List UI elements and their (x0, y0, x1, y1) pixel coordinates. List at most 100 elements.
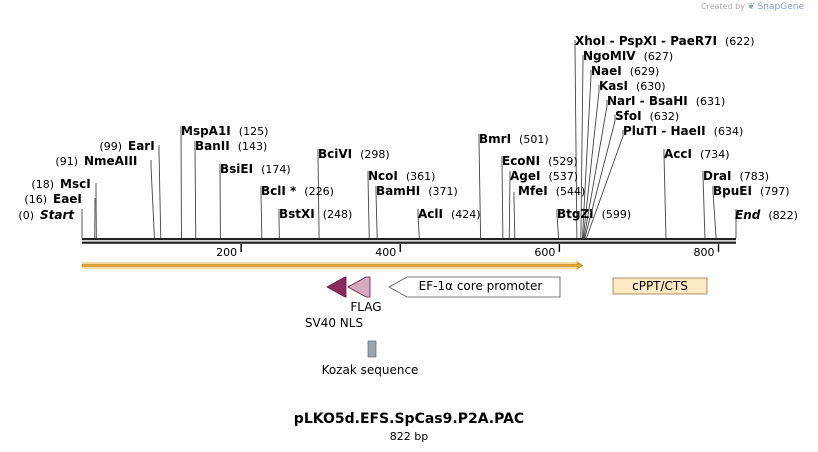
site-line-nari-bsahi (583, 100, 608, 239)
site-line-acci (663, 149, 667, 239)
feature-flag-label: FLAG (350, 300, 381, 314)
feature-ef-1-core-promoter[interactable]: EF-1α core promoter (388, 276, 561, 298)
site-sfoi-name: SfoI (615, 109, 642, 123)
site-acci[interactable]: AccI(734) (664, 147, 730, 161)
site-econi[interactable]: EcoNI(529) (502, 154, 578, 168)
site-line-btgzi (556, 209, 560, 239)
backbone-top-strand (82, 238, 736, 241)
site-bsiei[interactable]: BsiEI(174) (220, 162, 291, 176)
site-econi-position: (529) (548, 155, 578, 168)
feature-flag[interactable]: FLAG (347, 276, 382, 314)
orf-arrow[interactable] (81, 259, 584, 272)
site-kasi[interactable]: KasI(630) (599, 79, 666, 93)
site-drai[interactable]: DraI(783) (703, 169, 769, 183)
site-line-ngomiv (580, 55, 584, 239)
site-pluti-haeii-position: (634) (714, 125, 744, 138)
site-start[interactable]: (0)Start (18, 208, 75, 222)
site-kasi-position: (630) (636, 80, 666, 93)
feature-cppt-cts[interactable]: cPPT/CTS (612, 277, 708, 295)
site-bcli[interactable]: BclI *(226) (261, 184, 334, 198)
site-eari[interactable]: (99)EarI (99, 139, 154, 153)
site-ngomiv[interactable]: NgoMIV(627) (583, 49, 673, 63)
site-eari-name: EarI (128, 139, 155, 153)
backbone-bottom-strand (82, 241, 736, 244)
ruler-tick-label: 800 (693, 246, 714, 259)
site-bamhi[interactable]: BamHI (371) (376, 184, 458, 198)
site-bamhi-name: BamHI (376, 184, 420, 198)
map-size-label: 822 bp (389, 430, 429, 443)
site-eaei[interactable]: (16) EaeI (24, 192, 82, 206)
site-naei[interactable]: NaeI(629) (591, 64, 659, 78)
site-bcivi-position: (298) (360, 148, 390, 161)
site-banii[interactable]: BanII(143) (195, 139, 267, 153)
feature-flag-arrow (347, 276, 371, 298)
site-line-acli (417, 209, 420, 239)
site-xhoi-pspxi-paer7i-name: XhoI - PspXI - PaeR7I (575, 34, 717, 48)
site-bamhi-position: (371) (428, 185, 458, 198)
site-mfei-name: MfeI (518, 184, 548, 198)
site-bcli-name: BclI * (261, 184, 297, 198)
feature-sv40-nls-label: SV40 NLS (305, 316, 363, 330)
site-mspa1i[interactable]: MspA1I(125) (181, 124, 268, 138)
site-bcivi[interactable]: BciVI(298) (318, 147, 390, 161)
site-line-banii (194, 141, 197, 239)
site-line-naei (581, 70, 592, 239)
site-agei-position: (537) (548, 170, 578, 183)
site-xhoi-pspxi-paer7i[interactable]: XhoI - PspXI - PaeR7I (622) (575, 34, 755, 48)
site-nmeaiii-position: (91) (55, 155, 78, 168)
site-xhoi-pspxi-paer7i-position: (622) (725, 35, 755, 48)
site-nari-bsahi[interactable]: NarI - BsaHI(631) (607, 94, 725, 108)
site-acci-position: (734) (700, 148, 730, 161)
site-bpuei[interactable]: BpuEI(797) (713, 184, 790, 198)
feature-ef-1-core-promoter-arrow (388, 276, 561, 298)
site-bstxi[interactable]: BstXI(248) (279, 207, 352, 221)
site-ncoi[interactable]: NcoI(361) (368, 169, 435, 183)
site-line-bamhi (375, 186, 378, 239)
site-line-sfoi (584, 115, 616, 239)
site-end[interactable]: End (822) (735, 208, 798, 222)
orf-body (81, 261, 584, 270)
site-ngomiv-name: NgoMIV (583, 49, 636, 63)
site-mfei[interactable]: MfeI(544) (518, 184, 585, 198)
site-drai-position: (783) (739, 170, 769, 183)
snapgene-credit: Created by ❦ SnapGene (701, 2, 804, 12)
site-pluti-haeii[interactable]: PluTI - HaeII(634) (623, 124, 743, 138)
dna-backbone (82, 238, 736, 244)
site-end-name: End (735, 208, 761, 222)
feature-kozak-sequence[interactable]: Kozak sequence (322, 340, 419, 377)
site-acli[interactable]: AclI(424) (418, 207, 481, 221)
site-agei[interactable]: AgeI(537) (510, 169, 578, 183)
feature-sv40-nls[interactable]: SV40 NLS (305, 276, 363, 330)
site-line-nmeaiii (150, 160, 155, 239)
site-start-name: Start (40, 208, 75, 222)
site-ncoi-name: NcoI (368, 169, 398, 183)
site-line-bcli (260, 186, 263, 239)
site-btgzi[interactable]: BtgZI(599) (557, 207, 631, 221)
site-sfoi[interactable]: SfoI(632) (615, 109, 679, 123)
site-line-econi (501, 156, 504, 239)
site-btgzi-position: (599) (602, 208, 632, 221)
site-bmri[interactable]: BmrI(501) (479, 132, 549, 146)
site-line-eari (158, 145, 162, 239)
site-line-bpuei (712, 186, 717, 239)
site-end-position: (822) (768, 209, 798, 222)
site-labels: (0)Start (16) EaeI(18)MscI (91)NmeAIII(99)E… (18, 34, 798, 222)
site-banii-position: (143) (238, 140, 268, 153)
ruler-tick-label: 200 (216, 246, 237, 259)
site-nmeaiii[interactable]: (91)NmeAIII (55, 154, 137, 168)
site-eaei-position: (16) (24, 193, 47, 206)
site-eaei-name: EaeI (53, 192, 82, 206)
feature-kozak-sequence-label: Kozak sequence (322, 363, 419, 377)
site-line-bcivi (317, 149, 320, 239)
site-bsiei-name: BsiEI (220, 162, 253, 176)
site-acli-position: (424) (451, 208, 481, 221)
site-naei-name: NaeI (591, 64, 622, 78)
site-bpuei-position: (797) (760, 185, 790, 198)
feature-ef-1-core-promoter-label: EF-1α core promoter (419, 279, 543, 293)
site-msci[interactable]: (18)MscI (31, 177, 90, 191)
site-line-xhoi-pspxi-paer7i (574, 40, 578, 239)
feature-cppt-cts-box (612, 277, 708, 295)
site-bstxi-position: (248) (323, 208, 353, 221)
